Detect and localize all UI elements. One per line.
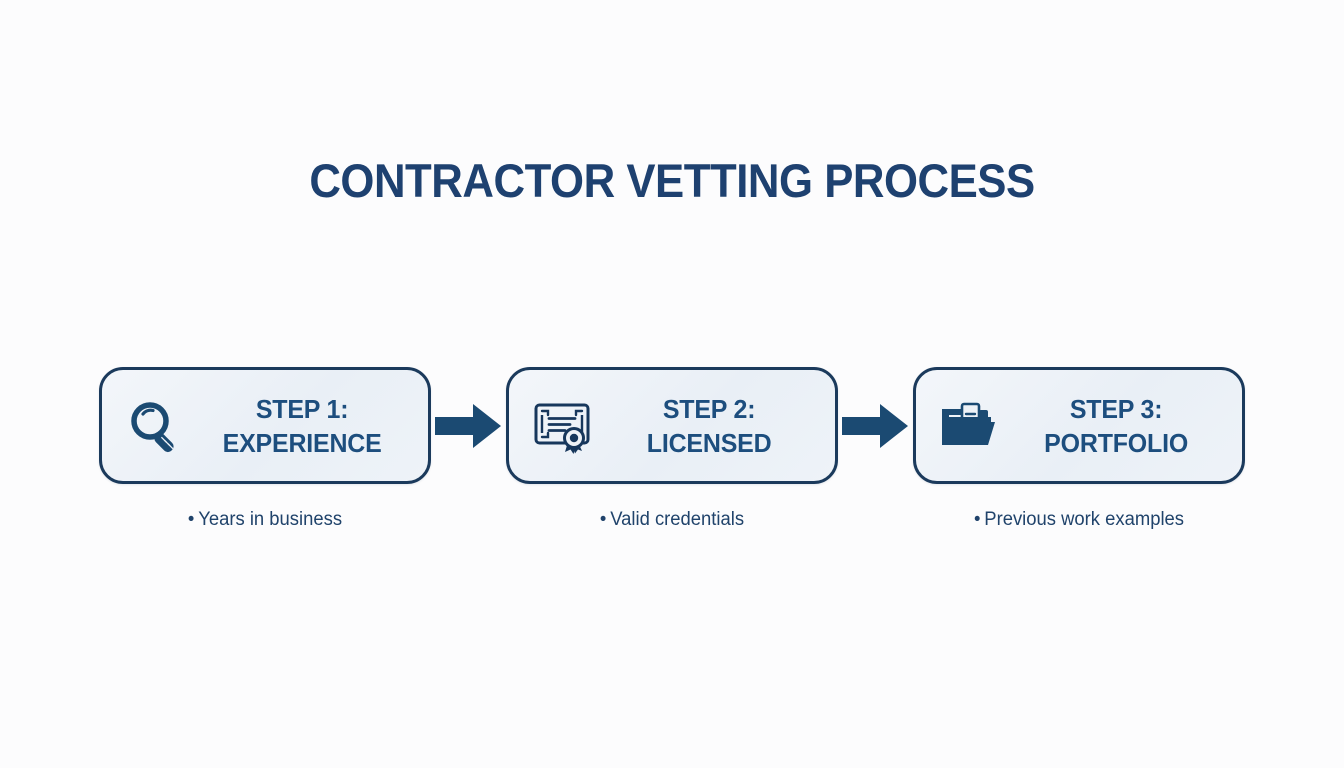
page-title: CONTRACTOR VETTING PROCESS xyxy=(309,154,1035,207)
step-line-2: PORTFOLIO xyxy=(1044,427,1189,458)
step-card-3[interactable]: STEP 3: PORTFOLIO xyxy=(913,367,1245,484)
step-line-1: STEP 1: xyxy=(255,393,349,424)
certificate-icon xyxy=(531,395,593,457)
magnifying-glass-icon xyxy=(124,395,186,457)
arrow-right-icon xyxy=(432,395,506,457)
step-caption-text: Valid credentials xyxy=(610,509,745,530)
steps-row: STEP 1: EXPERIENCE xyxy=(99,367,1245,484)
step-label-3: STEP 3: PORTFOLIO xyxy=(1011,392,1228,460)
folder-documents-icon xyxy=(938,395,1000,457)
bullet-icon: • xyxy=(973,509,981,530)
step-line-1: STEP 3: xyxy=(1069,393,1163,424)
arrow-right-icon xyxy=(839,395,913,457)
step-card-1[interactable]: STEP 1: EXPERIENCE xyxy=(99,367,431,484)
step-line-1: STEP 2: xyxy=(662,393,756,424)
step-line-2: EXPERIENCE xyxy=(222,427,382,458)
step-caption-text: Years in business xyxy=(198,509,343,530)
step-caption-text: Previous work examples xyxy=(984,509,1185,530)
step-label-2: STEP 2: LICENSED xyxy=(604,392,821,460)
bullet-icon: • xyxy=(599,509,607,530)
bullet-icon: • xyxy=(187,509,195,530)
step-card-2[interactable]: STEP 2: LICENSED xyxy=(506,367,838,484)
step-caption-3: •Previous work examples xyxy=(918,507,1240,533)
step-label-1: STEP 1: EXPERIENCE xyxy=(197,392,414,460)
step-caption-1: •Years in business xyxy=(104,507,426,533)
step-line-2: LICENSED xyxy=(646,427,772,458)
step-caption-2: •Valid credentials xyxy=(511,507,833,533)
captions-row: •Years in business •Valid credentials •P… xyxy=(99,503,1245,537)
